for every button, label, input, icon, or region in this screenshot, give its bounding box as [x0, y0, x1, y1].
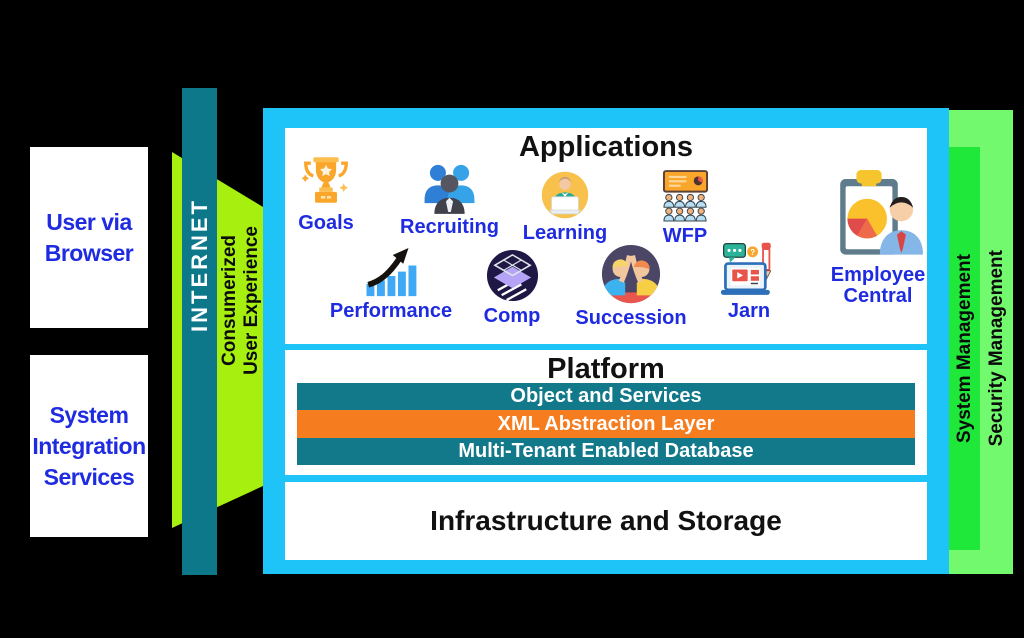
platform-layer-object-services: Object and Services — [297, 383, 915, 410]
app-goals: Goals — [293, 150, 359, 234]
learner-laptop-icon — [541, 171, 589, 219]
app-goals-label: Goals — [298, 212, 354, 234]
platform-panel: Platform Object and Services XML Abstrac… — [285, 350, 927, 475]
app-learning: Learning — [517, 170, 613, 244]
sis-line1: System — [49, 401, 129, 428]
svg-text:?: ? — [750, 248, 755, 257]
sis-line3: Services — [43, 463, 135, 490]
system-management-bar: System Management — [949, 147, 980, 550]
app-succession: Succession — [575, 243, 687, 329]
high-five-team-icon — [601, 244, 661, 304]
recruiting-people-icon — [424, 164, 475, 214]
applications-panel: Applications Goals — [285, 128, 927, 344]
app-recruiting-label: Recruiting — [400, 216, 499, 238]
system-management-label: System Management — [953, 253, 975, 443]
app-comp-label: Comp — [483, 305, 541, 327]
internet-label-wrap: INTERNET — [182, 160, 217, 370]
internet-label: INTERNET — [186, 198, 212, 332]
platform-layer-label: Multi-Tenant Enabled Database — [458, 440, 754, 462]
app-performance: Performance — [330, 247, 452, 322]
growth-arrow-chart-icon — [366, 248, 417, 297]
internet-bar: INTERNET — [182, 88, 217, 575]
user-via-browser-box: User via Browser — [30, 147, 148, 328]
app-employee-central: Employee Central — [822, 168, 934, 307]
platform-layer-xml-abstraction: XML Abstraction Layer — [297, 410, 915, 438]
ux-banner-text: Consumerized User Experience — [217, 182, 265, 418]
security-management-label-wrap: Security Management — [980, 147, 1013, 550]
app-employee-central-label: Employee Central — [830, 264, 926, 307]
user-via-browser-line2: Browser — [44, 239, 134, 266]
clipboard-report-person-icon — [840, 170, 923, 255]
infrastructure-title: Infrastructure and Storage — [430, 505, 782, 536]
trophy-icon — [302, 157, 349, 203]
platform-layer-multitenant-db: Multi-Tenant Enabled Database — [297, 438, 915, 465]
app-succession-label: Succession — [575, 307, 687, 329]
platform-layer-label: Object and Services — [510, 385, 702, 407]
laptop-content-creation-icon: ? — [720, 242, 772, 295]
layered-diamonds-icon — [486, 249, 538, 302]
platform-title: Platform — [547, 353, 665, 385]
app-jarn-label: Jarn — [727, 300, 771, 322]
platform-layer-label: XML Abstraction Layer — [497, 412, 715, 435]
applications-title: Applications — [518, 131, 693, 163]
app-wfp: WFP — [647, 170, 723, 247]
app-recruiting: Recruiting — [397, 162, 502, 238]
system-integration-services-box: System Integration Services — [30, 355, 148, 537]
infrastructure-panel: Infrastructure and Storage — [285, 482, 927, 560]
app-comp: Comp — [469, 248, 555, 327]
user-via-browser-line1: User via — [46, 208, 132, 235]
app-wfp-label: WFP — [662, 225, 708, 247]
main-architecture-box: Applications Goals — [263, 108, 949, 574]
ux-line1: Consumerized — [219, 234, 240, 366]
security-management-label: Security Management — [985, 250, 1007, 447]
app-performance-label: Performance — [329, 300, 453, 322]
app-learning-label: Learning — [522, 222, 608, 244]
sis-line2: Integration — [32, 432, 146, 459]
app-jarn: ? Jarn — [705, 240, 793, 322]
presentation-audience-icon — [662, 170, 708, 222]
ux-line2: User Experience — [241, 225, 262, 375]
